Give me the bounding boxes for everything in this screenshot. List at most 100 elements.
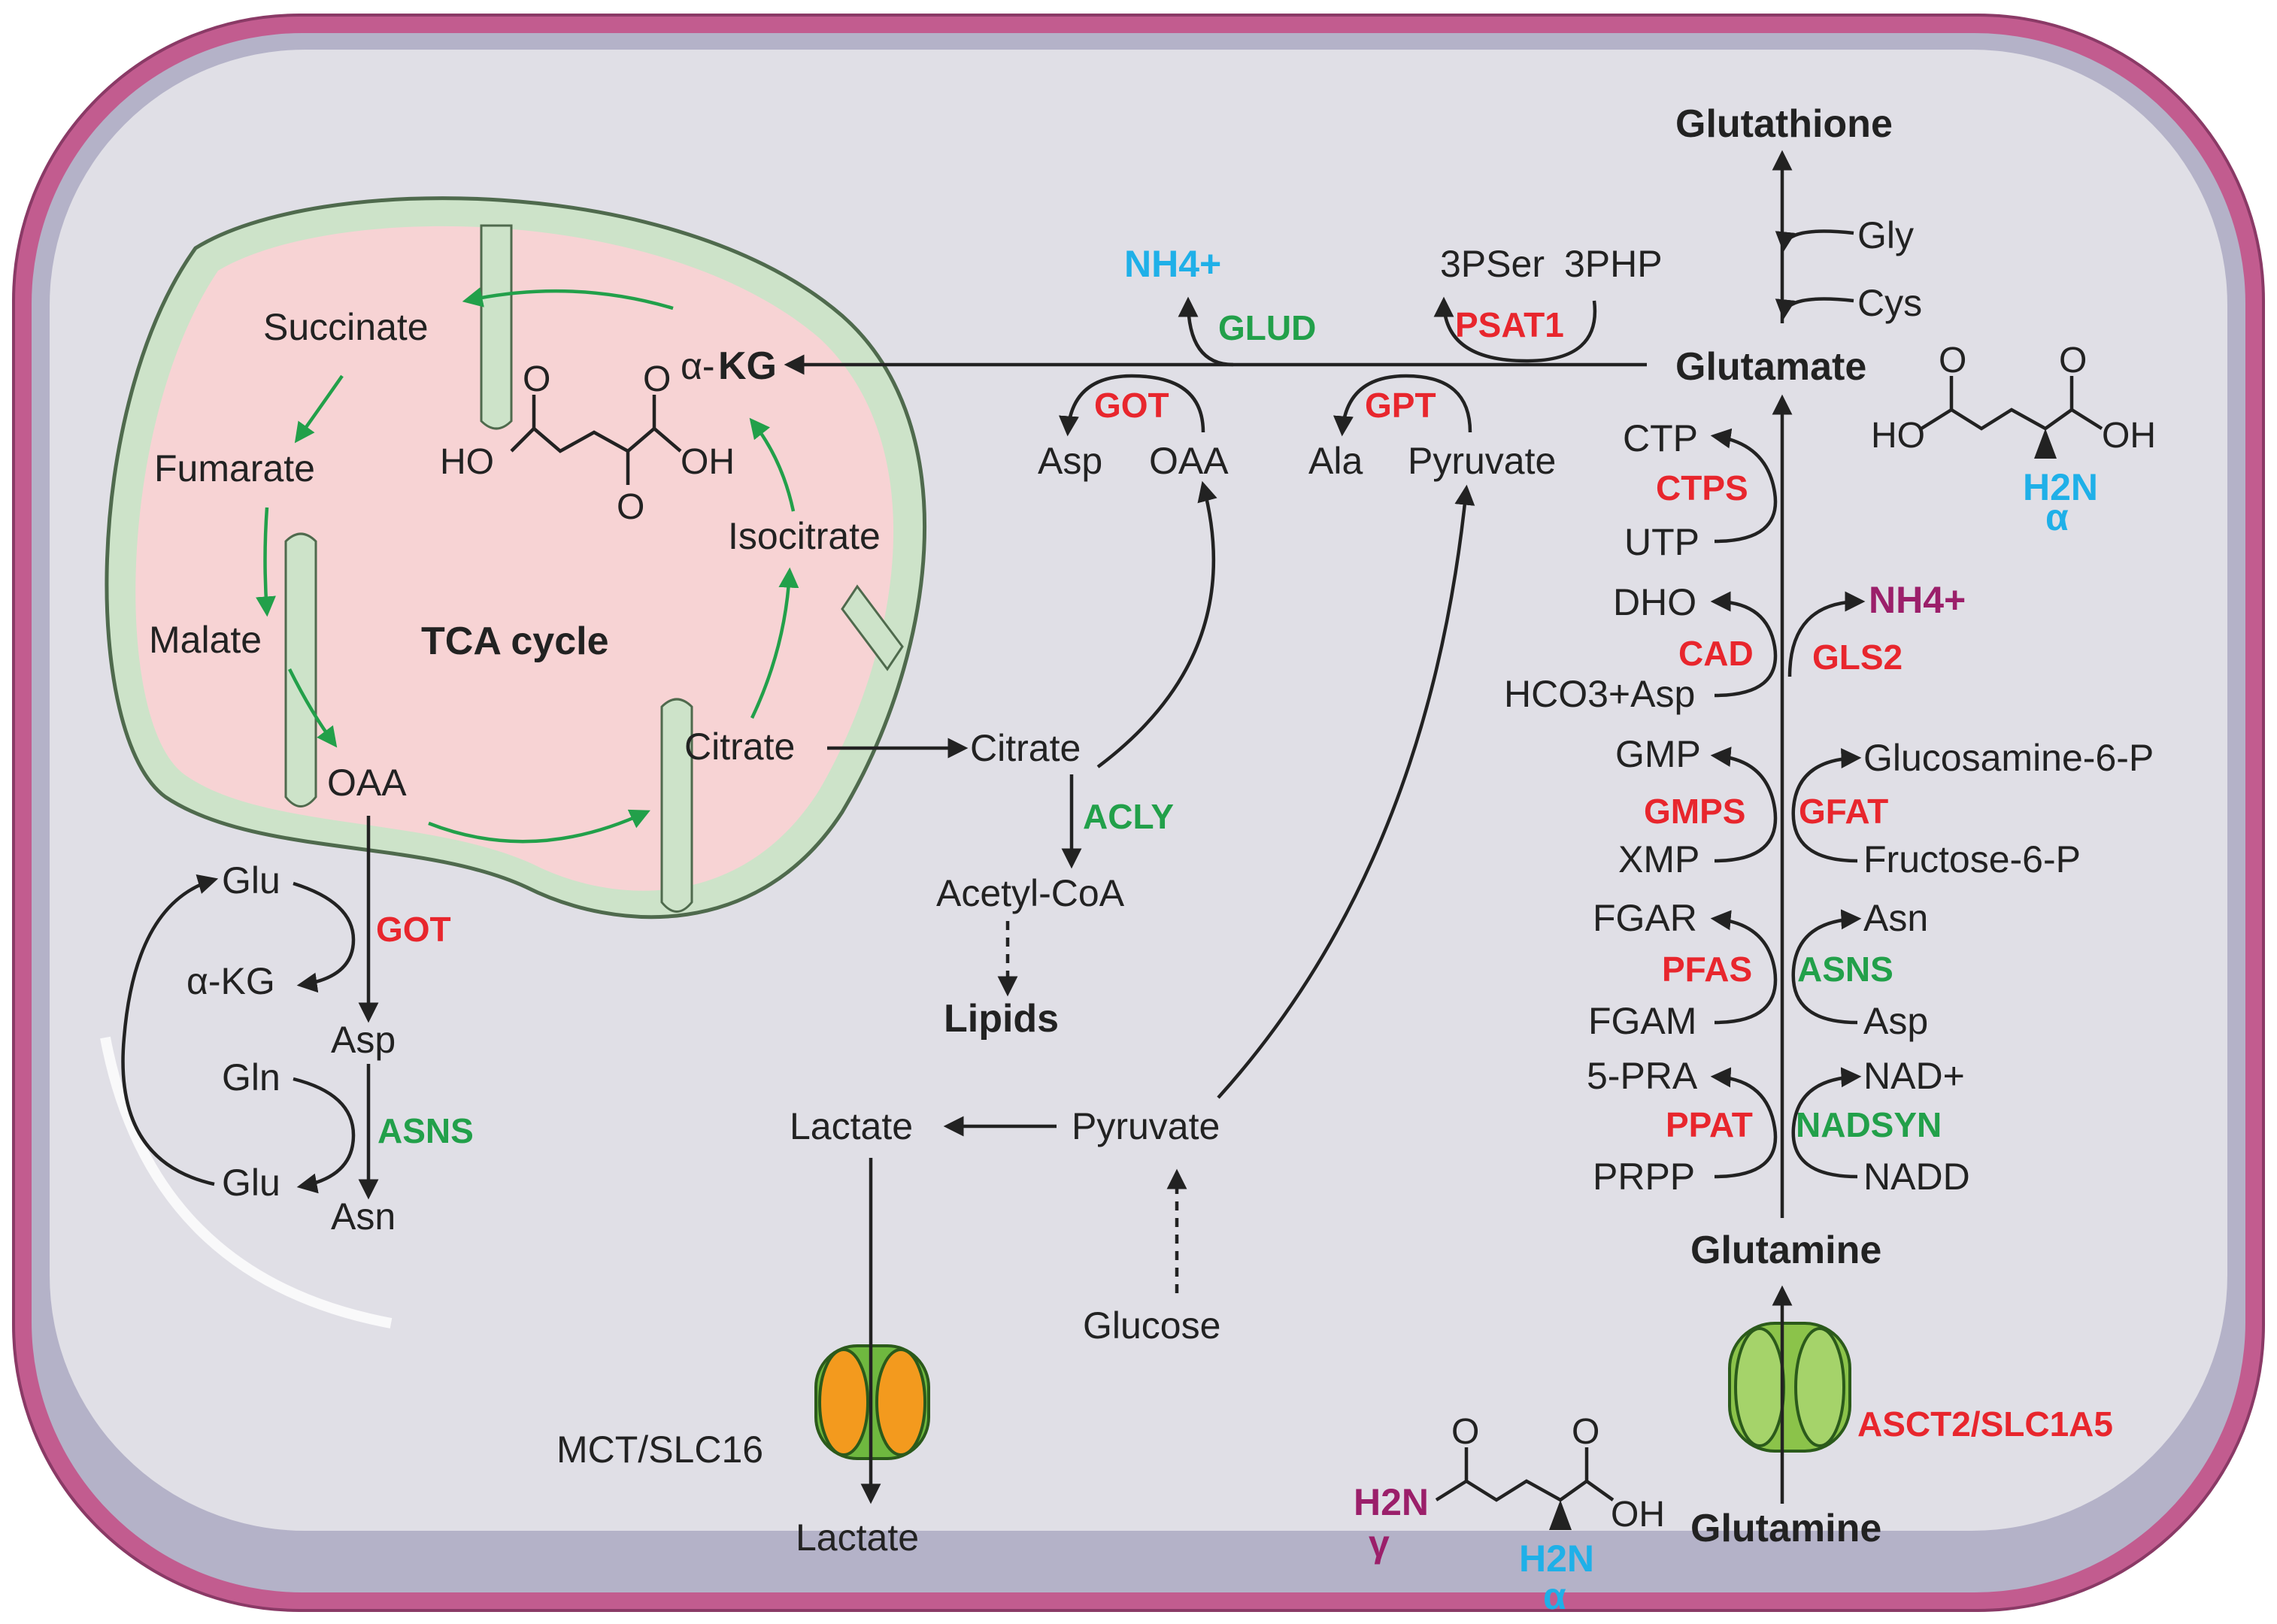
ctps-arrow — [1710, 428, 1778, 544]
akg-ho: HO — [440, 442, 494, 482]
nad-plus-label: NAD+ — [1863, 1055, 1965, 1097]
gfat-enzyme: GFAT — [1799, 792, 1888, 831]
glucosamine-6-p-label: Glucosamine-6-P — [1863, 737, 2154, 779]
arrow-succinate-fumarate — [294, 374, 344, 444]
asp-center-label: Asp — [1038, 440, 1102, 482]
arrow-pyruvate-ala — [1333, 374, 1472, 437]
arrow-malate-oaa — [287, 668, 338, 748]
cys-label: Cys — [1857, 282, 1922, 324]
fructose-6-p-label: Fructose-6-P — [1863, 838, 2081, 880]
glutamine-alpha: α — [1543, 1575, 1566, 1617]
gls2-arrow — [1787, 591, 1866, 677]
dho-label: DHO — [1613, 581, 1696, 623]
crista-center — [660, 698, 693, 913]
fgar-label: FGAR — [1593, 897, 1697, 939]
arrow-gln-glu — [293, 1077, 356, 1194]
asn-label: Asn — [331, 1195, 396, 1238]
ppat-enzyme: PPAT — [1666, 1105, 1753, 1144]
acetylcoa-label: Acetyl-CoA — [936, 872, 1125, 914]
ctps-enzyme: CTPS — [1656, 468, 1748, 508]
cytoplasm-highlight — [100, 1036, 393, 1329]
ala-label: Ala — [1308, 440, 1363, 482]
akg-label: KG — [718, 344, 777, 388]
arrow-oaa-asp — [1058, 374, 1205, 437]
asns-right-arrow — [1791, 909, 1862, 1025]
acly-enzyme: ACLY — [1083, 797, 1174, 836]
lipids-label: Lipids — [944, 997, 1059, 1041]
arrow-3php-3pser — [1433, 296, 1597, 363]
tca-cycle-title: TCA cycle — [421, 620, 609, 663]
ctp-label: CTP — [1623, 417, 1698, 459]
crista-left — [284, 532, 317, 807]
arrow-pyruvate-mito — [1217, 484, 1475, 1099]
succinate-label: Succinate — [263, 306, 429, 348]
asp-right-label: Asp — [1863, 1000, 1928, 1042]
5pra-label: 5-PRA — [1587, 1055, 1698, 1097]
nh4-right-label: NH4+ — [1869, 579, 1966, 621]
asct2-transporter — [1728, 1322, 1851, 1453]
glutamine-structure — [1435, 1447, 1615, 1530]
arrow-cys — [1775, 297, 1854, 320]
hco3-asp-label: HCO3+Asp — [1504, 673, 1695, 715]
ppat-arrow — [1710, 1067, 1778, 1179]
arrow-oaa-citrate — [428, 809, 650, 844]
glutamine-o-2: O — [1572, 1412, 1599, 1452]
glutamate-structure — [1920, 376, 2103, 459]
glu-top-label: Glu — [222, 859, 280, 901]
nh4-center-label: NH4+ — [1124, 243, 1221, 285]
glutamate-oh: OH — [2102, 416, 2156, 456]
pyruvate-label: Pyruvate — [1072, 1105, 1220, 1147]
gly-label: Gly — [1857, 214, 1914, 256]
glutamine-o-1: O — [1451, 1412, 1479, 1452]
arrow-glu-recycle — [121, 874, 219, 1186]
akg-o-1: O — [523, 359, 550, 399]
cad-enzyme: CAD — [1678, 634, 1754, 673]
nadd-label: NADD — [1863, 1156, 1970, 1198]
cad-arrow — [1710, 591, 1778, 698]
3pser-label: 3PSer — [1440, 243, 1545, 285]
3php-label: 3PHP — [1564, 243, 1663, 285]
asp-lower-label: Asp — [331, 1019, 396, 1061]
gls2-enzyme: GLS2 — [1812, 638, 1903, 677]
xmp-label: XMP — [1618, 838, 1699, 880]
isocitrate-label: Isocitrate — [728, 515, 881, 557]
glutamate-o-2: O — [2059, 341, 2087, 380]
lactate-label: Lactate — [790, 1105, 913, 1147]
pyruvate-top-label: Pyruvate — [1408, 440, 1556, 482]
glutathione-label: Glutathione — [1675, 102, 1893, 146]
got-lower-enzyme: GOT — [376, 910, 451, 949]
akg-o-2: O — [617, 487, 644, 527]
pfas-enzyme: PFAS — [1662, 950, 1752, 989]
glutamate-o-1: O — [1939, 341, 1966, 380]
glutamate-label: Glutamate — [1675, 345, 1866, 389]
glutamine-h2n-gamma: H2N — [1354, 1481, 1429, 1523]
crista-top — [480, 224, 513, 430]
glud-enzyme: GLUD — [1218, 308, 1316, 347]
prpp-label: PRPP — [1593, 1156, 1695, 1198]
arrow-isocitrate-akg — [749, 417, 796, 512]
gmps-enzyme: GMPS — [1644, 792, 1745, 831]
oaa-mito-label: OAA — [327, 762, 407, 804]
oaa-center-label: OAA — [1149, 440, 1229, 482]
glutamate-h2n: H2N — [2023, 466, 2098, 508]
asns-right-enzyme: ASNS — [1797, 950, 1893, 989]
arrow-glu-akg — [293, 881, 356, 993]
glutamine-gamma: γ — [1369, 1522, 1390, 1565]
right-side-reactions: NH4+ GLS2 Glucosamine-6-P GFAT Fructose-… — [1787, 579, 2154, 1198]
arrow-citrate-oaa — [1096, 480, 1217, 768]
glutamate-alpha: α — [2045, 496, 2069, 538]
psat1-enzyme: PSAT1 — [1455, 305, 1564, 344]
left-side-reactions: CTP CTPS UTP DHO CAD HCO3+Asp GMP GMPS X… — [1504, 417, 1778, 1198]
crista-right — [841, 584, 904, 671]
fumarate-label: Fumarate — [154, 447, 315, 489]
gfat-arrow — [1791, 748, 1862, 863]
citrate-cyto-label: Citrate — [970, 727, 1081, 769]
arrow-glud-nh4 — [1178, 296, 1234, 367]
arrow-gly — [1775, 229, 1854, 253]
glutamine-oh: OH — [1611, 1495, 1665, 1535]
mct-label: MCT/SLC16 — [556, 1429, 763, 1471]
akg-oh: OH — [681, 442, 735, 482]
lactate-out-label: Lactate — [796, 1516, 919, 1559]
